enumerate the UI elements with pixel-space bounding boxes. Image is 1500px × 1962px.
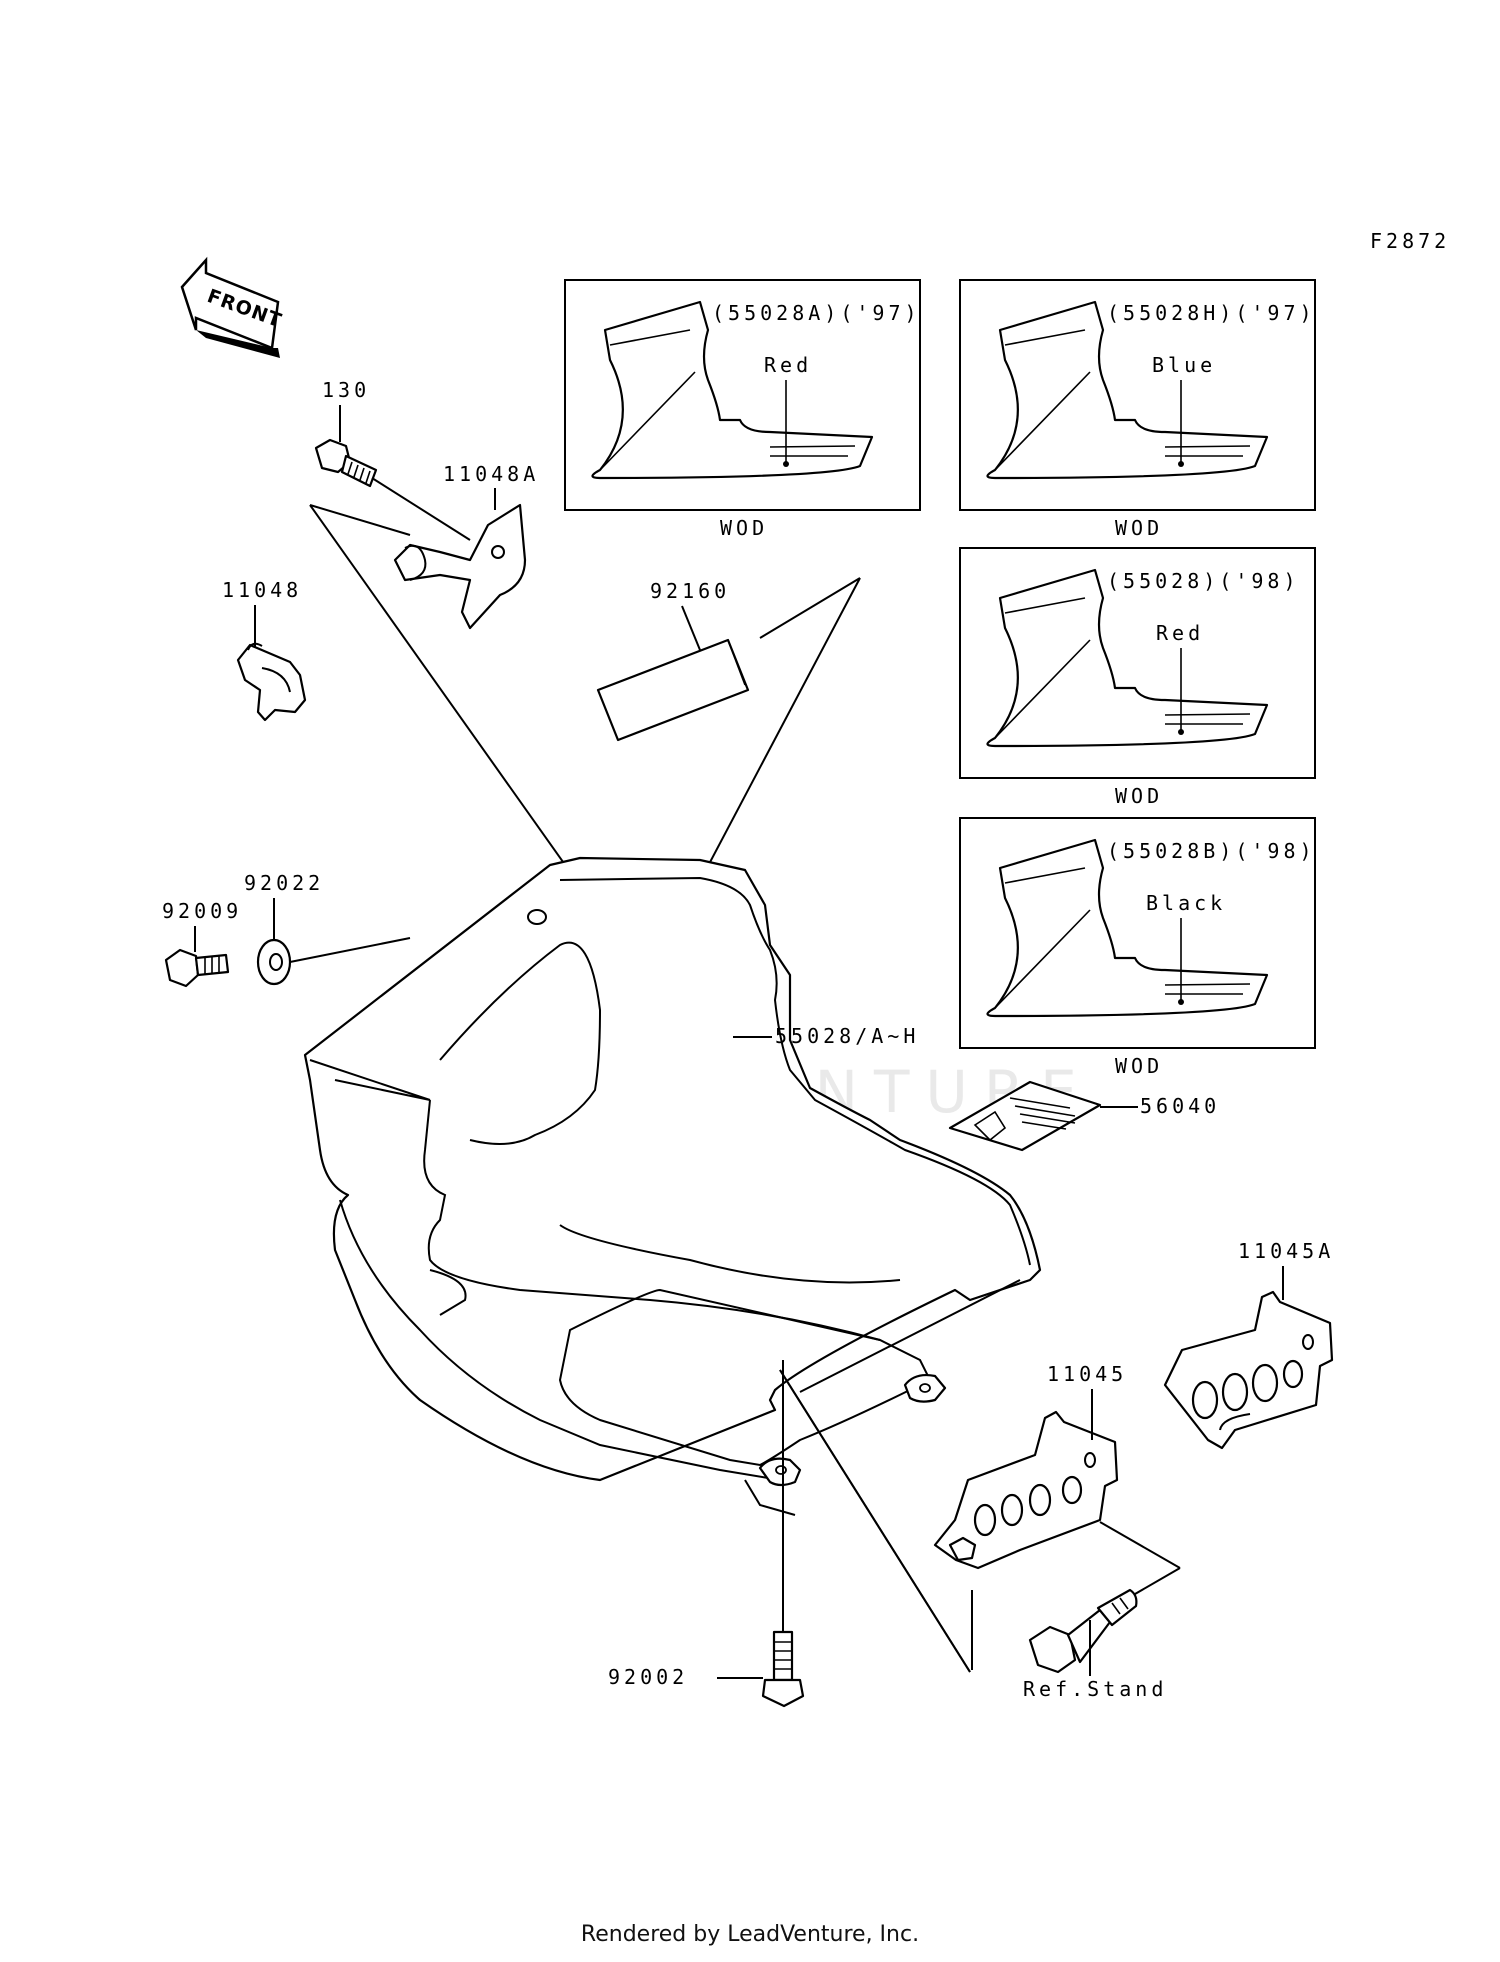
- label-130: 130: [322, 378, 370, 402]
- footer-credit: Rendered by LeadVenture, Inc.: [580, 1922, 920, 1947]
- decal-inset-55028A-note: WOD: [720, 516, 768, 540]
- bracket-11045: [933, 1410, 1119, 1570]
- label-ref-stand: Ref.Stand: [1023, 1677, 1167, 1701]
- decal-inset-55028H-color: Blue: [1152, 353, 1216, 377]
- decal-inset-55028B-color: Black: [1146, 891, 1226, 915]
- bracket-11048A: [393, 503, 527, 630]
- label-92009: 92009: [162, 899, 242, 923]
- bracket-11045A: [1163, 1290, 1334, 1450]
- decal-inset-55028A-color: Red: [764, 353, 812, 377]
- label-92160: 92160: [650, 579, 730, 603]
- decal-inset-55028A-code: (55028A)('97): [712, 301, 921, 325]
- decal-inset-55028H: (55028H)('97) Blue WOD: [959, 279, 1316, 540]
- decal-inset-55028B: (55028B)('98) Black WOD: [959, 817, 1316, 1078]
- decal-inset-55028-code: (55028)('98): [1107, 569, 1300, 593]
- figure-code: F2872: [1370, 229, 1450, 253]
- bolt-92009: [164, 948, 230, 988]
- label-11048A: 11048A: [443, 462, 539, 486]
- decal-inset-55028H-code: (55028H)('97): [1107, 301, 1316, 325]
- label-11048: 11048: [222, 578, 302, 602]
- stand-bolt: [1028, 1588, 1138, 1674]
- bolt-92002: [761, 1630, 805, 1708]
- clip-11048: [236, 642, 307, 722]
- decal-inset-55028B-note: WOD: [1115, 1054, 1163, 1078]
- decal-inset-55028: (55028)('98) Red WOD: [959, 547, 1316, 808]
- decal-inset-55028-color: Red: [1156, 621, 1204, 645]
- decal-inset-55028B-code: (55028B)('98): [1107, 839, 1316, 863]
- decal-inset-55028-note: WOD: [1115, 784, 1163, 808]
- front-arrow-icon: FRONT: [180, 256, 285, 358]
- bolt-130: [314, 438, 378, 488]
- label-11045A: 11045A: [1238, 1239, 1334, 1263]
- label-56040: 56040: [1140, 1094, 1220, 1118]
- label-92002: 92002: [608, 1665, 688, 1689]
- label-92022: 92022: [244, 871, 324, 895]
- washer-92022: [256, 938, 292, 986]
- strip-92160: [596, 638, 750, 742]
- decal-inset-55028H-note: WOD: [1115, 516, 1163, 540]
- decal-inset-55028A: (55028A)('97) Red WOD: [564, 279, 921, 540]
- lower-cowl-55028: [303, 856, 1042, 1516]
- label-55028-a-h: 55028/A~H: [775, 1024, 919, 1048]
- label-11045: 11045: [1047, 1362, 1127, 1386]
- label-sticker-56040: [948, 1080, 1102, 1152]
